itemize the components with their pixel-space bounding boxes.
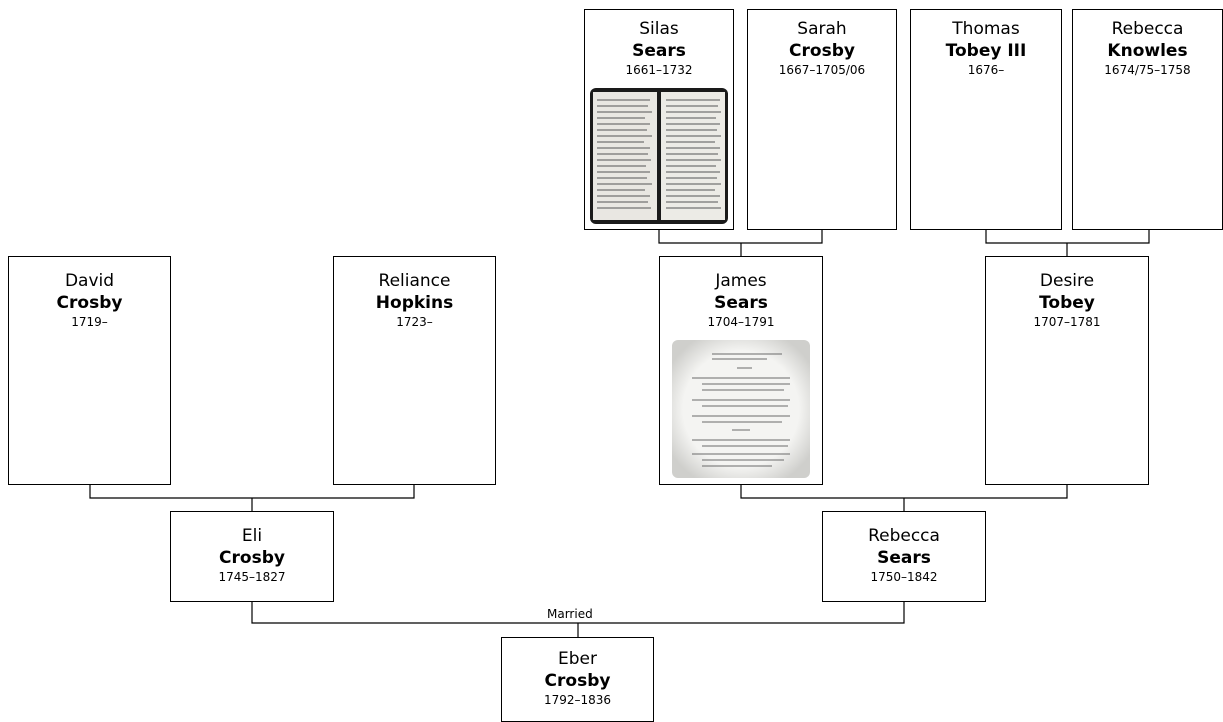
person-card-rebecca-sears[interactable]: Rebecca Sears 1750–1842 bbox=[822, 511, 986, 602]
given-name: Eber bbox=[558, 649, 597, 669]
person-card-thomas-tobey[interactable]: Thomas Tobey III 1676– bbox=[910, 9, 1062, 230]
given-name: Rebecca bbox=[868, 526, 940, 546]
document-photo[interactable] bbox=[590, 88, 728, 224]
life-dates: 1704–1791 bbox=[707, 315, 775, 329]
life-dates: 1750–1842 bbox=[870, 570, 938, 584]
document-photo[interactable] bbox=[672, 340, 810, 478]
given-name: Reliance bbox=[378, 271, 451, 291]
given-name: Desire bbox=[1039, 271, 1095, 291]
given-name: Silas bbox=[639, 19, 679, 39]
surname: Tobey bbox=[1039, 293, 1095, 313]
person-card-rebecca-knowles[interactable]: Rebecca Knowles 1674/75–1758 bbox=[1072, 9, 1223, 230]
life-dates: 1792–1836 bbox=[543, 693, 612, 707]
surname: Sears bbox=[632, 41, 686, 61]
person-card-eber-crosby[interactable]: Eber Crosby 1792–1836 bbox=[501, 637, 654, 722]
life-dates: 1719– bbox=[71, 315, 108, 329]
surname: Crosby bbox=[789, 41, 855, 61]
life-dates: 1667–1705/06 bbox=[778, 63, 866, 77]
surname: Crosby bbox=[544, 671, 611, 691]
person-card-sarah-crosby[interactable]: Sarah Crosby 1667–1705/06 bbox=[747, 9, 897, 230]
document-scan-image bbox=[672, 340, 810, 478]
life-dates: 1661–1732 bbox=[625, 63, 693, 77]
connector-james-desire bbox=[740, 485, 1068, 499]
person-card-james-sears[interactable]: James Sears 1704–1791 bbox=[659, 256, 823, 485]
person-card-desire-tobey[interactable]: Desire Tobey 1707–1781 bbox=[985, 256, 1149, 485]
connector-david-reliance bbox=[89, 485, 415, 499]
connector-silas-sarah bbox=[658, 230, 823, 244]
given-name: James bbox=[715, 271, 767, 291]
surname: Crosby bbox=[219, 548, 285, 568]
connector-thomas-rebecca bbox=[985, 230, 1150, 244]
surname: Knowles bbox=[1107, 41, 1188, 61]
surname: Crosby bbox=[56, 293, 123, 313]
document-scan-image bbox=[590, 88, 728, 224]
life-dates: 1723– bbox=[396, 315, 433, 329]
married-label: Married bbox=[547, 607, 593, 621]
given-name: David bbox=[64, 271, 115, 291]
person-card-david-crosby[interactable]: David Crosby 1719– bbox=[8, 256, 171, 485]
surname: Tobey III bbox=[945, 41, 1027, 61]
surname: Sears bbox=[714, 293, 768, 313]
person-card-eli-crosby[interactable]: Eli Crosby 1745–1827 bbox=[170, 511, 334, 602]
person-card-reliance-hopkins[interactable]: Reliance Hopkins 1723– bbox=[333, 256, 496, 485]
surname: Hopkins bbox=[375, 293, 454, 313]
given-name: Eli bbox=[241, 526, 263, 546]
life-dates: 1707–1781 bbox=[1033, 315, 1101, 329]
person-card-silas-sears[interactable]: Silas Sears 1661–1732 bbox=[584, 9, 734, 230]
given-name: Thomas bbox=[952, 19, 1020, 39]
life-dates: 1674/75–1758 bbox=[1104, 63, 1191, 77]
surname: Sears bbox=[877, 548, 931, 568]
life-dates: 1745–1827 bbox=[218, 570, 286, 584]
given-name: Rebecca bbox=[1111, 19, 1184, 39]
life-dates: 1676– bbox=[967, 63, 1005, 77]
given-name: Sarah bbox=[797, 19, 847, 39]
